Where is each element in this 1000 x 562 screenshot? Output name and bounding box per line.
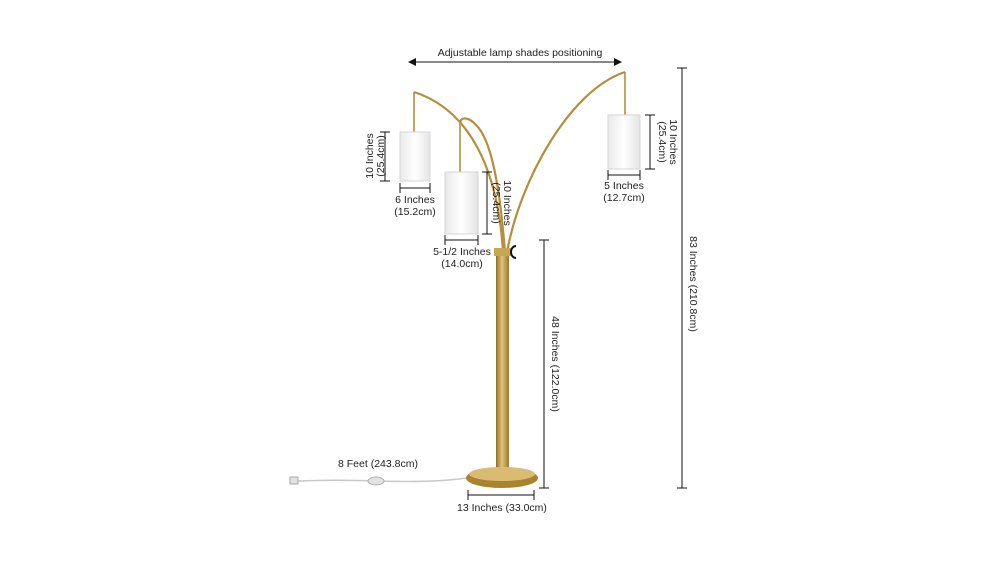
middle-shade [444,171,479,235]
left-height-label: 10 Inches [364,133,376,179]
switch-icon [510,245,517,259]
mid-height-cm: (25.4cm) [490,182,502,223]
cord-length-label: 8 Feet (243.8cm) [338,458,418,470]
base-width-label: 13 Inches (33.0cm) [457,502,547,514]
mid-width-cm: (14.0cm) [441,258,482,270]
right-height-label: 10 Inches [667,119,679,165]
foot-switch [367,476,385,486]
lamp-pole [496,252,509,470]
pole-height-label: 48 Inches (122.0cm) [549,316,561,412]
right-height-cm: (25.4cm) [656,121,668,162]
right-shade [607,114,641,170]
left-width-label: 6 Inches [395,194,435,206]
mid-height-label: 10 Inches [501,180,513,226]
right-width-cm: (12.7cm) [603,192,644,204]
pole-collar [494,248,511,256]
mid-width-label: 5-1/2 Inches [433,246,491,258]
adjustable-label: Adjustable lamp shades positioning [438,47,603,59]
lamp-base-top [469,467,535,481]
left-width-cm: (15.2cm) [394,206,435,218]
left-height-cm: (25.4cm) [375,135,387,176]
left-shade [399,131,431,182]
plug-icon [289,476,299,485]
right-width-label: 5 Inches [604,180,644,192]
total-height-label: 83 Inches (210.8cm) [687,236,699,332]
lamp-arms [413,70,626,253]
